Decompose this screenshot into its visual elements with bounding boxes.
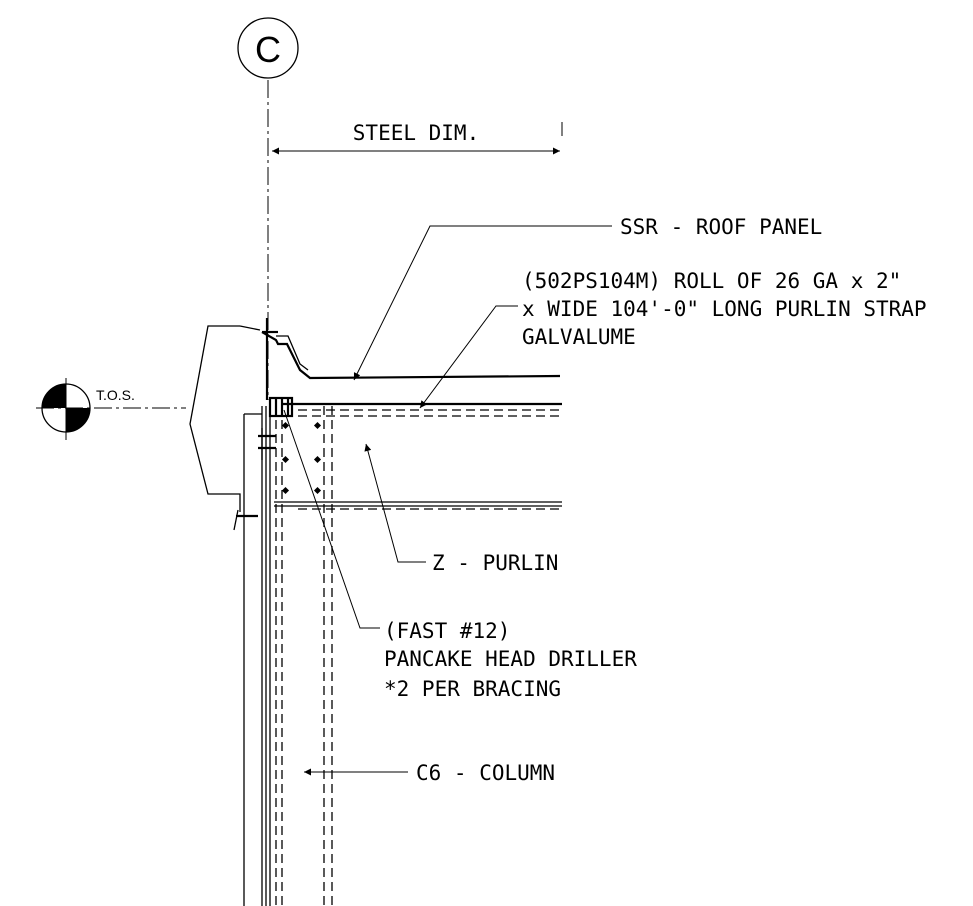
callout-purlin-strap-line3: GALVALUME xyxy=(522,325,636,349)
callout-roof-panel: SSR - ROOF PANEL xyxy=(353,215,822,381)
callout-roof-panel-text: SSR - ROOF PANEL xyxy=(620,215,822,239)
callout-z-purlin: Z - PURLIN xyxy=(364,443,558,575)
elevation-marker: T.O.S. xyxy=(36,378,186,440)
callout-column: C6 - COLUMN xyxy=(304,761,555,785)
callout-purlin-strap-line2: x WIDE 104'-0" LONG PURLIN STRAP xyxy=(522,297,927,321)
callout-column-text: C6 - COLUMN xyxy=(416,761,555,785)
callout-fastener: (FAST #12) PANCAKE HEAD DRILLER *2 PER B… xyxy=(283,409,637,701)
c6-column xyxy=(243,406,333,906)
elevation-marker-label: T.O.S. xyxy=(96,387,135,403)
roof-panel xyxy=(261,318,561,400)
bolt-pattern xyxy=(281,421,322,495)
callout-fastener-line2: PANCAKE HEAD DRILLER xyxy=(384,647,637,671)
grid-bubble: C xyxy=(237,17,299,79)
callout-fastener-line3: *2 PER BRACING xyxy=(384,677,561,701)
steel-dimension: STEEL DIM. xyxy=(272,121,563,155)
callout-purlin-strap: (502PS104M) ROLL OF 26 GA x 2" x WIDE 10… xyxy=(419,269,927,409)
callout-fastener-line1: (FAST #12) xyxy=(384,619,510,643)
steel-dimension-label: STEEL DIM. xyxy=(353,121,479,145)
callout-purlin-strap-line1: (502PS104M) ROLL OF 26 GA x 2" xyxy=(522,269,901,293)
grid-bubble-label: C xyxy=(255,29,281,70)
eave-trim xyxy=(189,325,241,512)
fastener-cluster xyxy=(233,330,294,531)
callout-z-purlin-text: Z - PURLIN xyxy=(432,551,558,575)
